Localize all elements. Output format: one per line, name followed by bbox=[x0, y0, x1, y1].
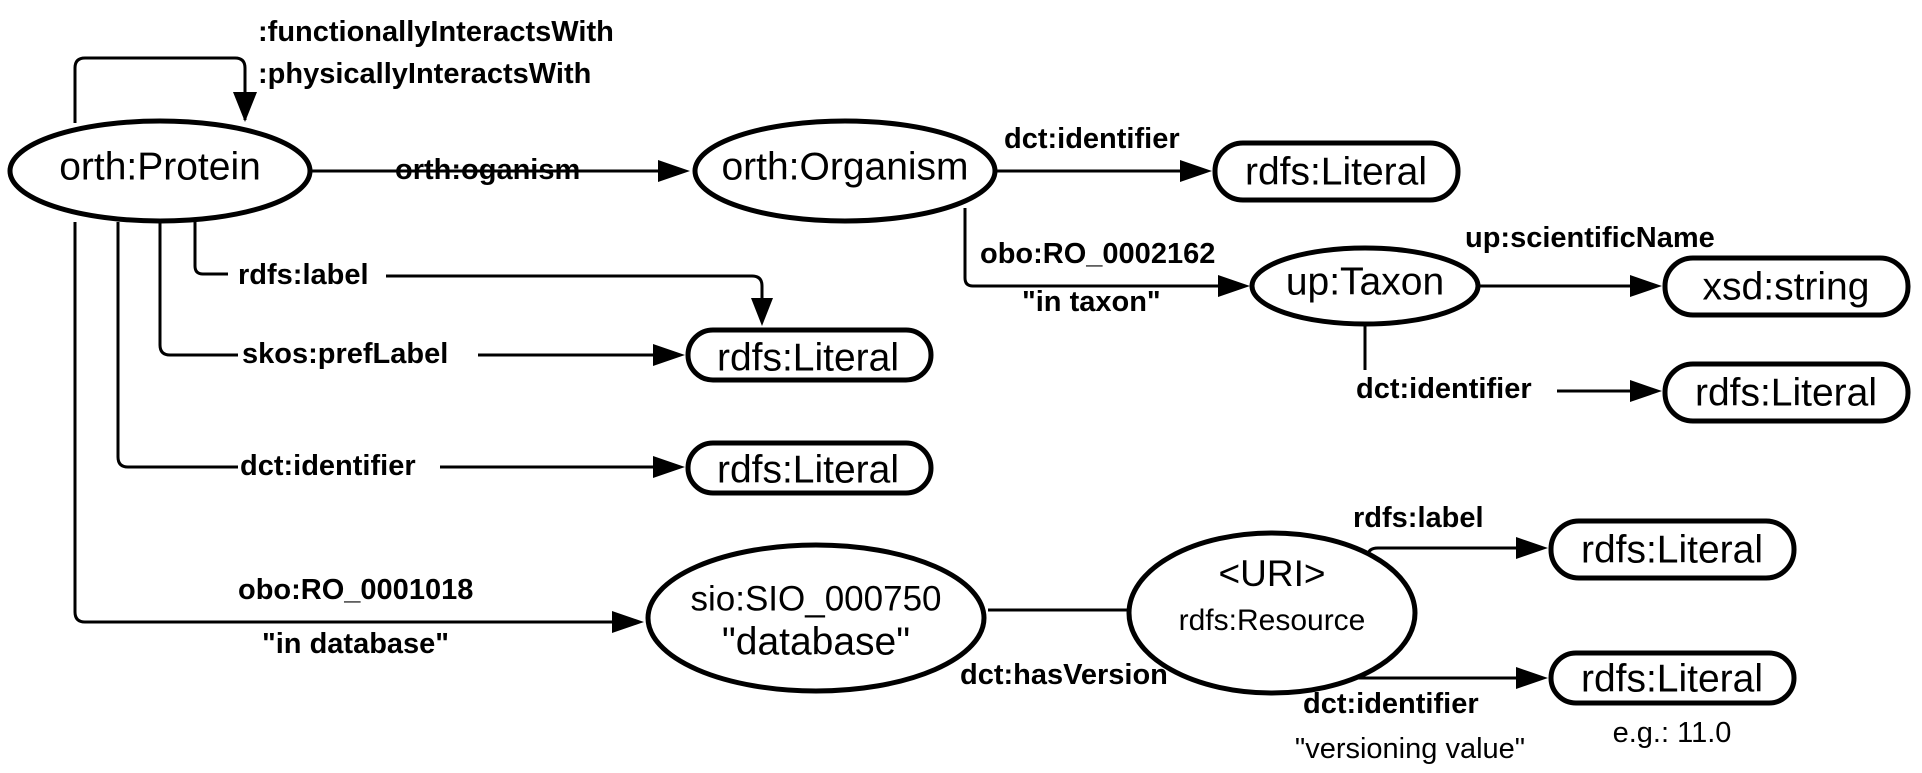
label-version-label: rdfs:label bbox=[1353, 502, 1484, 534]
node-database-line2: "database" bbox=[722, 620, 910, 663]
node-label-literal: rdfs:Literal bbox=[685, 327, 934, 383]
notes: "versioning value" e.g.: 11.0 bbox=[1295, 717, 1731, 765]
edge-rdfs-label bbox=[193, 222, 228, 276]
label-taxon-identifier: dct:identifier bbox=[1356, 373, 1532, 405]
taxon-identifier-arrowhead bbox=[1630, 380, 1662, 402]
node-version-resource-line2: rdfs:Resource bbox=[1179, 604, 1366, 637]
protein-identifier-arrowhead bbox=[653, 456, 685, 478]
edge-in-taxon bbox=[963, 208, 1218, 288]
label-organism: orth:oganism bbox=[395, 154, 580, 186]
in-database-arrowhead bbox=[612, 611, 644, 633]
node-taxon-identifier-literal: rdfs:Literal bbox=[1662, 361, 1911, 424]
node-version-label-literal: rdfs:Literal bbox=[1548, 518, 1797, 581]
node-organism: orth:Organism bbox=[692, 118, 998, 224]
node-scientific-name-type: xsd:string bbox=[1662, 255, 1911, 318]
label-rdfs-label: rdfs:label bbox=[238, 259, 369, 291]
edge-protein-identifier bbox=[116, 222, 238, 469]
label-version-identifier: dct:identifier bbox=[1303, 688, 1479, 720]
node-version-resource-line1: <URI> bbox=[1219, 553, 1326, 594]
organism-arrowhead bbox=[658, 160, 690, 182]
label-functionally-interacts: :functionallyInteractsWith bbox=[258, 16, 614, 48]
node-protein: orth:Protein bbox=[7, 118, 313, 224]
node-protein-identifier-literal-label: rdfs:Literal bbox=[717, 448, 899, 491]
node-taxon-label: up:Taxon bbox=[1286, 260, 1444, 303]
node-organism-identifier-literal-label: rdfs:Literal bbox=[1245, 150, 1427, 193]
node-version-identifier-literal-label: rdfs:Literal bbox=[1581, 657, 1763, 700]
label-in-taxon-note: "in taxon" bbox=[1022, 286, 1161, 318]
edge-skos-pref-label bbox=[158, 222, 238, 357]
label-in-database: obo:RO_0001018 bbox=[238, 574, 473, 606]
label-physically-interacts: :physicallyInteractsWith bbox=[258, 58, 591, 90]
scientific-name-arrowhead bbox=[1630, 275, 1662, 297]
node-version-identifier-literal: rdfs:Literal bbox=[1548, 650, 1797, 706]
edge-interacts-with bbox=[73, 56, 247, 123]
node-label-literal-label: rdfs:Literal bbox=[717, 336, 899, 379]
node-protein-label: orth:Protein bbox=[59, 145, 261, 188]
label-in-database-note: "in database" bbox=[262, 628, 449, 660]
edge-rdfs-label-tail bbox=[386, 274, 764, 300]
label-has-version: dct:hasVersion bbox=[960, 659, 1168, 691]
label-skos-pref-label: skos:prefLabel bbox=[242, 338, 448, 370]
skos-pref-label-arrowhead bbox=[653, 344, 685, 366]
node-version-label-literal-label: rdfs:Literal bbox=[1581, 528, 1763, 571]
note-versioning-value: "versioning value" bbox=[1295, 733, 1525, 765]
edge-version-label bbox=[1366, 546, 1518, 566]
version-identifier-arrowhead bbox=[1516, 667, 1548, 689]
node-database: sio:SIO_000750 "database" bbox=[645, 542, 987, 694]
edge-in-database bbox=[73, 222, 614, 624]
node-scientific-name-type-label: xsd:string bbox=[1703, 265, 1870, 308]
label-organism-identifier: dct:identifier bbox=[1004, 123, 1180, 155]
label-protein-identifier: dct:identifier bbox=[240, 450, 416, 482]
node-version-resource: <URI> rdfs:Resource bbox=[1126, 530, 1418, 696]
in-taxon-arrowhead bbox=[1218, 275, 1250, 297]
version-label-arrowhead bbox=[1516, 537, 1548, 559]
note-example-value: e.g.: 11.0 bbox=[1613, 717, 1732, 749]
label-in-taxon: obo:RO_0002162 bbox=[980, 238, 1215, 270]
node-database-line1: sio:SIO_000750 bbox=[690, 579, 941, 618]
organism-identifier-arrowhead bbox=[1180, 160, 1212, 182]
node-taxon: up:Taxon bbox=[1249, 245, 1481, 327]
node-protein-identifier-literal: rdfs:Literal bbox=[685, 440, 934, 496]
node-organism-label: orth:Organism bbox=[721, 145, 968, 188]
interacts-arrowhead bbox=[233, 92, 257, 122]
edge-labels: :functionallyInteractsWith :physicallyIn… bbox=[238, 16, 1715, 720]
rdfs-label-arrowhead bbox=[751, 298, 773, 326]
label-scientific-name: up:scientificName bbox=[1465, 222, 1715, 254]
nodes: orth:Protein orth:Organism rdfs:Literal … bbox=[7, 118, 1911, 706]
node-organism-identifier-literal: rdfs:Literal bbox=[1212, 140, 1461, 203]
node-taxon-identifier-literal-label: rdfs:Literal bbox=[1695, 371, 1877, 414]
